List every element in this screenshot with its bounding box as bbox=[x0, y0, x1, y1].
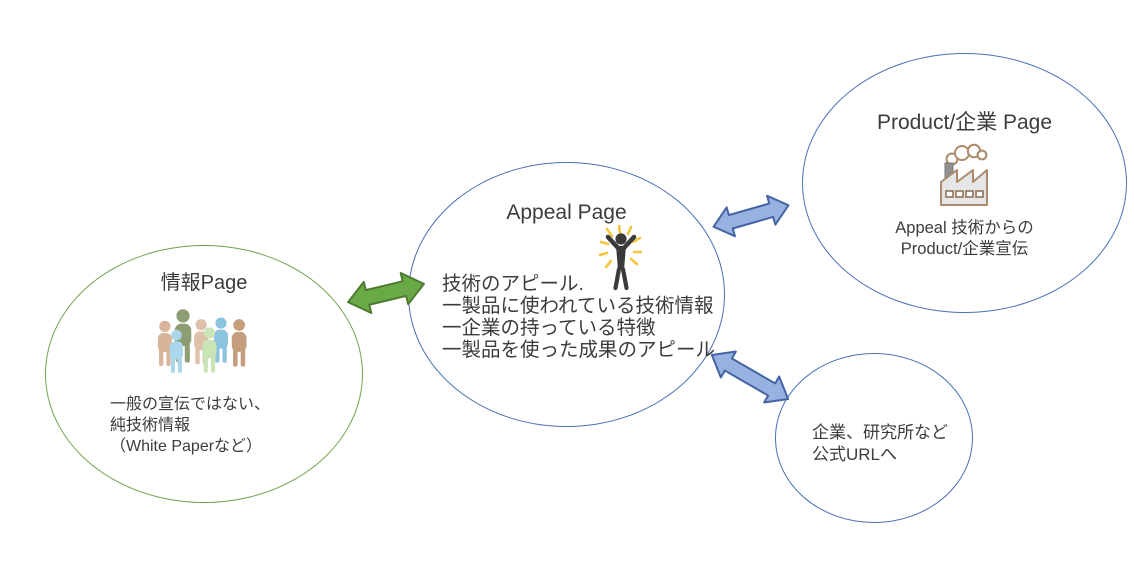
product-line-1: Appeal 技術からの bbox=[895, 219, 1034, 237]
arrow-appeal-official-url bbox=[710, 350, 790, 404]
info-page-description: 一般の宣伝ではない、 純技術情報 （White Paperなど） bbox=[110, 394, 270, 457]
cheering-person-icon bbox=[593, 225, 649, 297]
product-page-description: Appeal 技術からの Product/企業宣伝 bbox=[803, 218, 1126, 260]
people-group-icon bbox=[150, 304, 254, 390]
official-url-line-2: 公式URLへ bbox=[812, 445, 898, 464]
appeal-page-description: 技術のアピール. 一製品に使われている技術情報 一企業の持っている特徴 一製品を… bbox=[442, 273, 715, 361]
product-line-2: Product/企業宣伝 bbox=[900, 240, 1029, 258]
node-appeal-page: Appeal Page bbox=[408, 162, 725, 427]
appeal-line-1: 技術のアピール. bbox=[442, 273, 584, 295]
appeal-page-title: Appeal Page bbox=[506, 201, 627, 224]
node-product-page: Product/企業 Page Appeal bbox=[802, 53, 1127, 313]
appeal-line-2: 一製品に使われている技術情報 bbox=[442, 295, 714, 317]
official-url-line-1: 企業、研究所など bbox=[812, 423, 948, 442]
info-line-3: （White Paperなど） bbox=[110, 438, 263, 455]
official-url-description: 企業、研究所など 公式URLへ bbox=[812, 422, 948, 466]
info-line-1: 一般の宣伝ではない、 bbox=[110, 396, 271, 413]
appeal-line-3: 一企業の持っている特徴 bbox=[442, 317, 656, 339]
node-official-url: 企業、研究所など 公式URLへ bbox=[775, 353, 973, 523]
info-page-title: 情報Page bbox=[160, 272, 248, 294]
node-info-page: 情報Page 一般の bbox=[45, 245, 363, 503]
appeal-line-4: 一製品を使った成果のアピール bbox=[442, 339, 716, 361]
factory-icon bbox=[931, 139, 995, 209]
product-page-title: Product/企業 Page bbox=[876, 111, 1053, 134]
info-line-2: 純技術情報 bbox=[110, 417, 191, 434]
